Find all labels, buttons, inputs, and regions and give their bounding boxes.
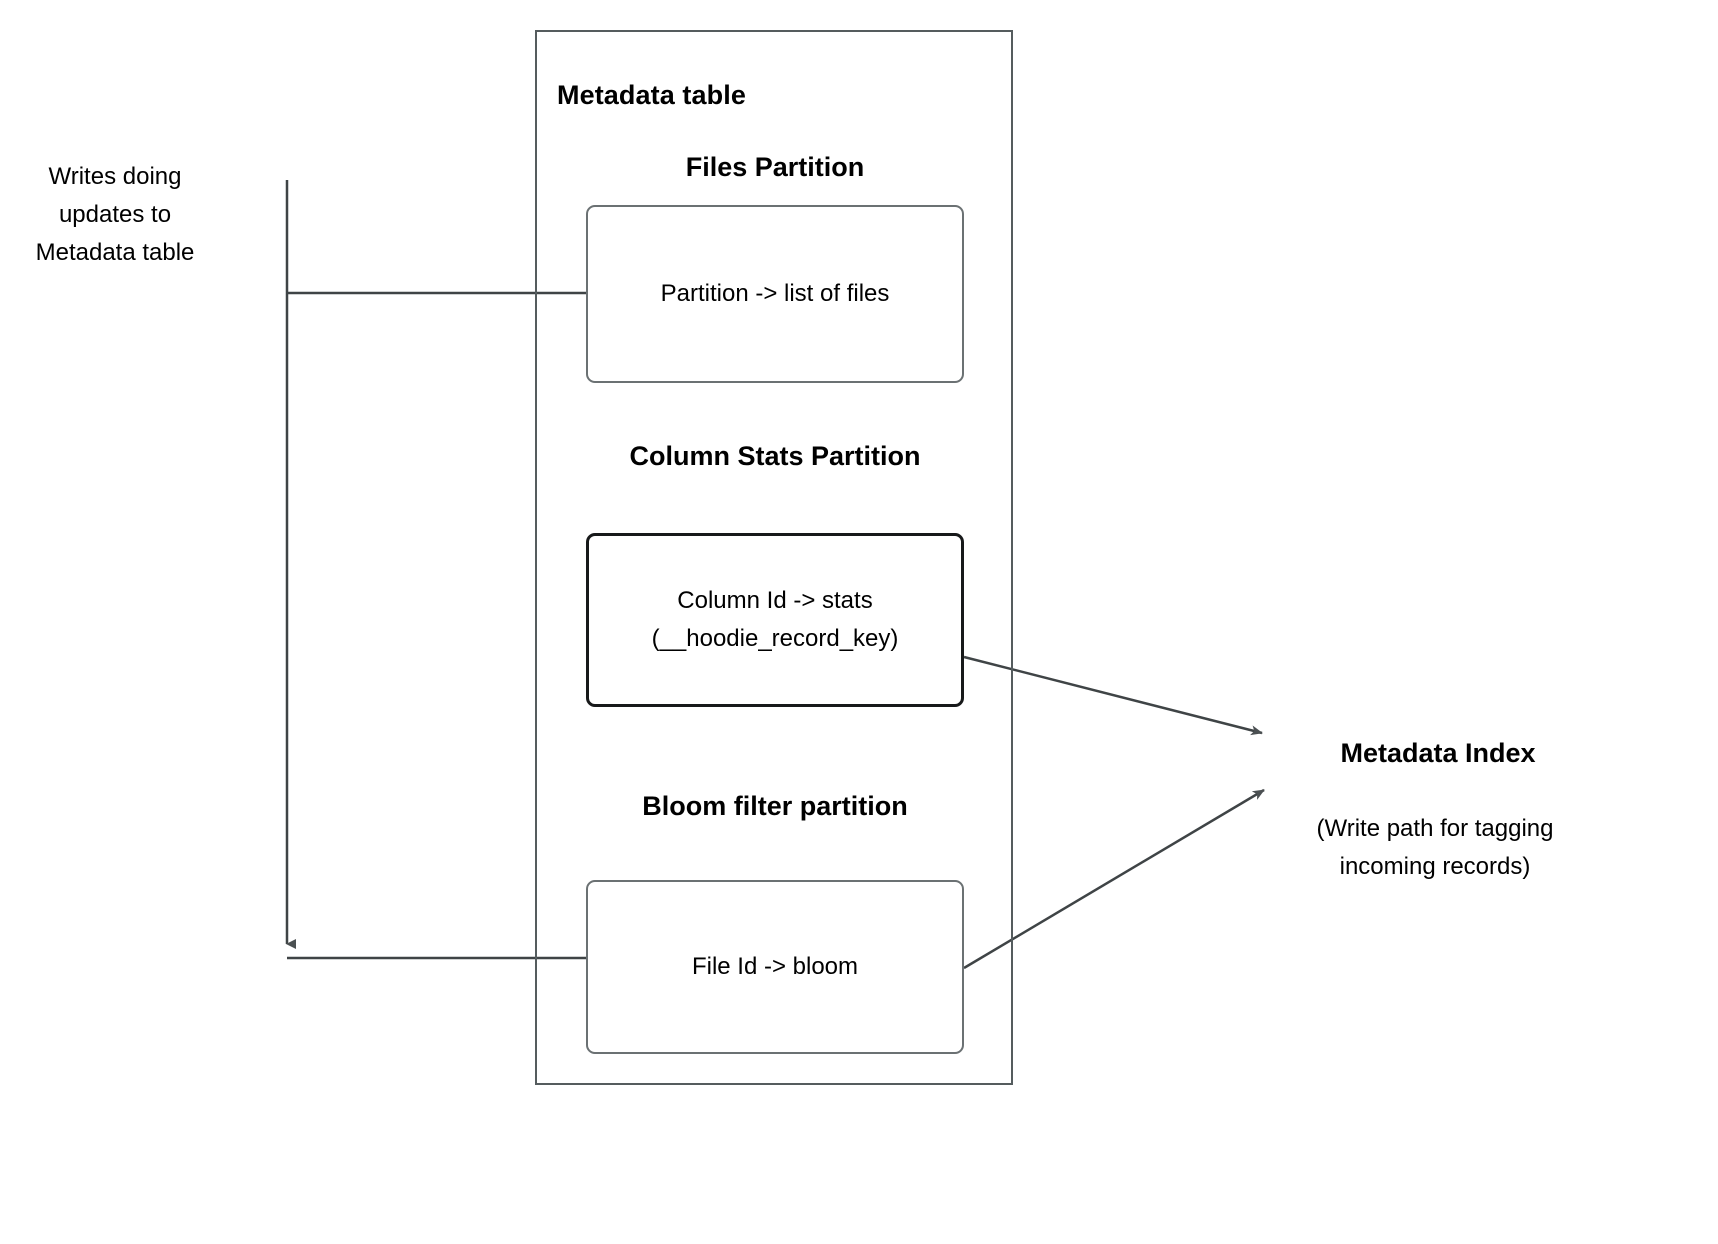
files-partition-box-text: Partition -> list of files [660,280,890,307]
bloom-filter-partition-box[interactable]: File Id -> bloom [586,880,964,1054]
metadata-index-title: Metadata Index [1340,738,1536,768]
column-stats-box-line2: (__hoodie_record_key) [651,625,899,652]
files-partition-box[interactable]: Partition -> list of files [586,205,964,383]
files-partition-heading: Files Partition [685,152,865,182]
column-stats-partition-box[interactable]: Column Id -> stats (__hoodie_record_key) [586,533,964,707]
bloom-filter-box-text: File Id -> bloom [691,953,859,980]
connector-colstats-to-index [963,655,1263,736]
metadata-index-caption: (Write path for tagging incoming records… [1316,815,1554,880]
bloom-filter-partition-heading: Bloom filter partition [642,791,908,821]
writes-annotation: Writes doing updates to Metadata table [35,163,195,266]
column-stats-partition-heading: Column Stats Partition [629,441,921,471]
column-stats-box-text: Column Id -> stats (__hoodie_record_key) [652,582,899,658]
connector-bloom-to-index [963,788,1265,970]
metadata-table-frame [535,30,1013,1085]
column-stats-box-line1: Column Id -> stats [677,587,873,614]
metadata-table-label: Metadata table [557,80,746,110]
